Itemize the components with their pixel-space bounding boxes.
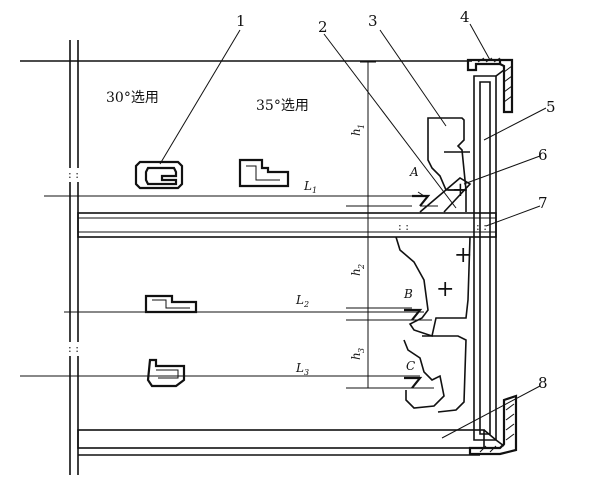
svg-text:h: h (349, 352, 363, 360)
svg-text:1: 1 (357, 124, 366, 129)
dim-h1: h 1 (349, 124, 366, 136)
svg-text:2: 2 (303, 300, 309, 309)
leader-lines (159, 23, 547, 439)
svg-text:L: L (303, 179, 312, 193)
vertical-frame (473, 69, 505, 447)
point-marker-B (404, 308, 432, 321)
point-marker-A (412, 194, 438, 207)
callout-5: 5 (546, 98, 556, 116)
point-label-A: A (409, 165, 419, 179)
profile-section-4 (146, 358, 186, 388)
point-label-C: C (406, 359, 415, 373)
point-label-B: B (403, 287, 413, 301)
svg-text:2: 2 (357, 264, 366, 270)
svg-text:+: + (436, 277, 454, 302)
dimension-L1-line (44, 191, 426, 197)
point-marker-C (404, 376, 434, 389)
profile-section-3 (144, 294, 198, 314)
zone-label-35: 35°选用 (256, 98, 309, 114)
svg-text:: :: : : (398, 220, 409, 233)
svg-text:: :: : : (68, 168, 79, 181)
dimension-h-lines (346, 61, 412, 389)
svg-text:h: h (349, 268, 363, 276)
profile-section-1 (134, 160, 184, 190)
svg-text:h: h (349, 128, 363, 136)
diagonal-chute: + (419, 177, 472, 213)
svg-text:L: L (295, 361, 304, 375)
callout-4: 4 (460, 8, 470, 26)
zone-label-30: 30°选用 (106, 90, 159, 106)
horizontal-bar: : : : : (77, 212, 497, 238)
svg-text:3: 3 (304, 368, 309, 377)
callout-7: 7 (538, 194, 548, 212)
corner-profile-top (466, 57, 514, 114)
svg-text:: :: : : (68, 342, 79, 355)
dim-h3: h 3 (349, 348, 366, 360)
dim-L1: L 1 (303, 179, 317, 195)
svg-text:L: L (295, 293, 304, 307)
callout-8: 8 (538, 374, 548, 392)
svg-text:: :: : : (476, 220, 487, 233)
svg-text:3: 3 (357, 348, 366, 353)
svg-text:1: 1 (312, 186, 317, 195)
callout-2: 2 (318, 18, 328, 36)
callout-6: 6 (538, 146, 548, 164)
corner-profile-bottom (468, 394, 518, 456)
callout-3: 3 (368, 12, 378, 30)
dim-L2: L 2 (295, 293, 309, 309)
dim-h2: h 2 (349, 264, 366, 276)
hanger-block-middle: + + (395, 236, 472, 338)
left-wall: : : : : (68, 40, 79, 475)
callout-1: 1 (236, 12, 246, 30)
dim-L3: L 3 (295, 361, 309, 377)
hanger-block-lower (403, 335, 467, 413)
svg-text:+: + (452, 177, 469, 201)
hanger-block-upper (427, 117, 470, 212)
svg-text:+: + (454, 243, 472, 268)
bottom-beam (77, 429, 497, 449)
profile-section-2 (238, 158, 290, 188)
